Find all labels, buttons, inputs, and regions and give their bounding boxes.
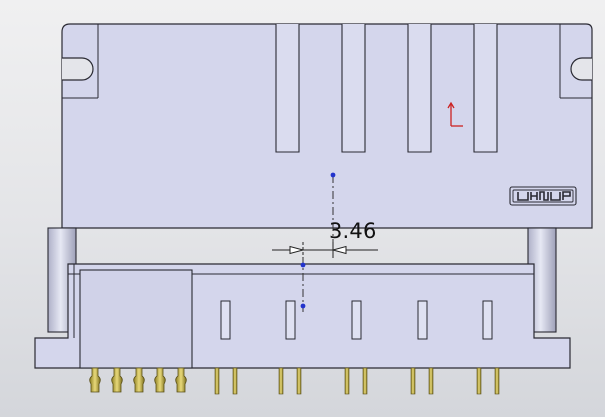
coordinate-triad-icon bbox=[447, 101, 463, 127]
dimension-arrow-right bbox=[331, 245, 347, 255]
upper-housing[interactable] bbox=[61, 23, 593, 229]
window-1 bbox=[220, 300, 231, 340]
dimension-annotation[interactable] bbox=[272, 242, 378, 258]
slot-4 bbox=[473, 24, 498, 153]
contact-windows bbox=[220, 300, 493, 340]
gold-pins-curled bbox=[89, 367, 187, 393]
gold-pins-straight bbox=[214, 367, 500, 395]
gold-pin-icon bbox=[133, 367, 145, 393]
window-4 bbox=[417, 300, 428, 340]
slot-2 bbox=[341, 24, 366, 153]
centerline-point-mid[interactable] bbox=[300, 262, 306, 268]
window-3 bbox=[351, 300, 362, 340]
window-5 bbox=[482, 300, 493, 340]
right-mounting-slot bbox=[570, 57, 592, 81]
window-2 bbox=[285, 300, 296, 340]
slot-1 bbox=[275, 24, 300, 153]
latch-block bbox=[79, 269, 193, 369]
gold-pin-icon bbox=[154, 367, 166, 393]
housing-slots bbox=[275, 24, 498, 153]
slot-3 bbox=[407, 24, 432, 153]
dimension-value[interactable]: 3.46 bbox=[329, 219, 377, 243]
gold-pin-icon bbox=[111, 367, 123, 393]
dimension-arrow-left bbox=[289, 245, 305, 255]
housing-brand-marking bbox=[509, 186, 577, 206]
centerline-point-top[interactable] bbox=[330, 172, 336, 178]
gold-pin-icon bbox=[89, 367, 101, 393]
left-mounting-slot bbox=[62, 57, 94, 81]
gold-pin-icon bbox=[175, 367, 187, 393]
centerline-point-bottom[interactable] bbox=[300, 303, 306, 309]
